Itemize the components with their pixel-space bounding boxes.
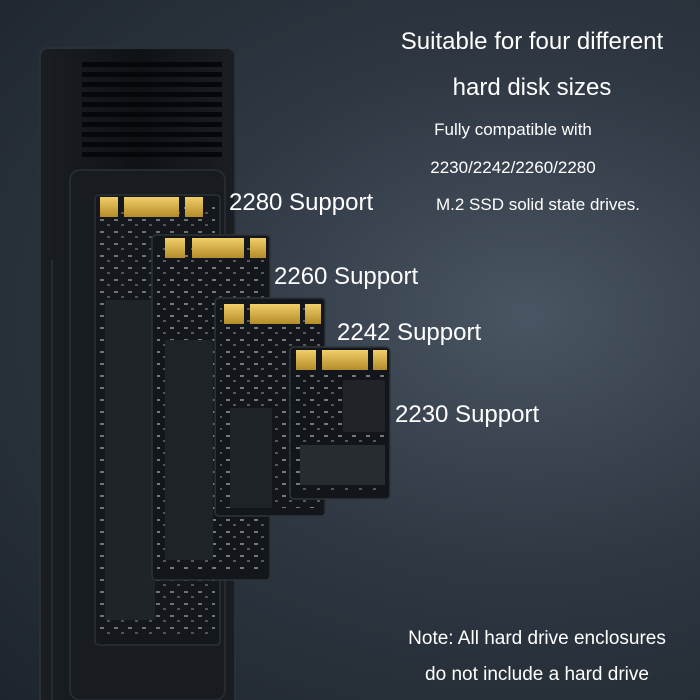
- gold-contacts-2230: [296, 350, 316, 370]
- headline-line-2: hard disk sizes: [452, 74, 612, 101]
- gold-contacts-2280: [100, 197, 118, 217]
- gold-contacts-2242: [224, 304, 244, 324]
- label-2230-support: 2230 Support: [395, 401, 540, 428]
- label-2280-support: 2280 Support: [229, 189, 374, 216]
- vent-grille: [82, 62, 222, 157]
- compat-line-2: 2230/2242/2260/2280: [430, 158, 596, 177]
- note-line-2: do not include a hard drive: [425, 664, 649, 685]
- note-line-1: Note: All hard drive enclosures: [408, 628, 666, 649]
- label-2242-support: 2242 Support: [337, 319, 482, 346]
- compat-line-3: M.2 SSD solid state drives.: [435, 195, 641, 214]
- compat-line-1: Fully compatible with: [434, 120, 592, 139]
- gold-contacts-2260: [165, 238, 185, 258]
- headline-line-1: Suitable for four different: [400, 28, 664, 55]
- label-sticker: [300, 445, 385, 485]
- controller-chip: [343, 380, 385, 432]
- label-2260-support: 2260 Support: [274, 263, 419, 290]
- ssd-card-2230: [289, 346, 391, 500]
